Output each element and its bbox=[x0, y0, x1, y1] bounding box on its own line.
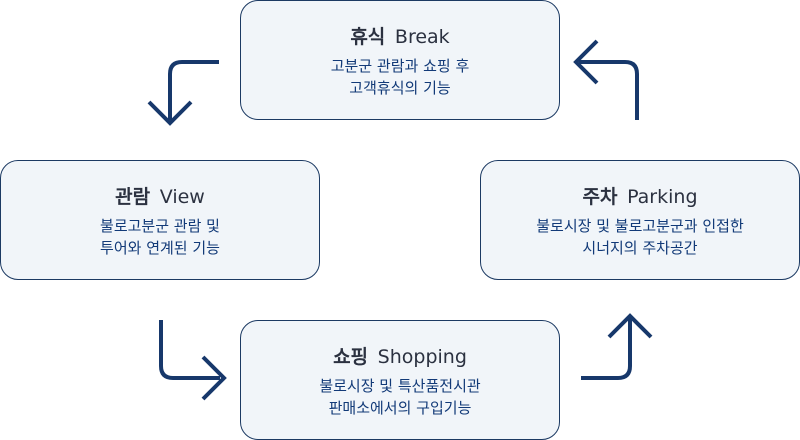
node-parking-title-en: Parking bbox=[627, 185, 698, 208]
node-view-title-ko: 관람 bbox=[115, 185, 151, 208]
node-shopping-desc-line-1: 불로시장 및 특산품전시관 bbox=[319, 376, 481, 395]
arrow-shopping-to-parking-icon bbox=[581, 313, 653, 380]
node-shopping-title: 쇼핑 Shopping bbox=[333, 342, 467, 369]
node-parking-title-ko: 주차 bbox=[582, 185, 618, 208]
arrow-view-to-shopping-icon bbox=[159, 320, 227, 401]
node-break-title-en: Break bbox=[394, 25, 450, 48]
arrow-break-to-view-icon bbox=[147, 60, 219, 126]
node-break-desc-line-2: 고객휴식의 기능 bbox=[349, 78, 451, 97]
node-view: 관람 View 불로고분군 관람 및 투어와 연계된 기능 bbox=[0, 160, 320, 280]
node-view-desc-line-1: 불로고분군 관람 및 bbox=[100, 216, 220, 235]
node-view-desc: 불로고분군 관람 및 투어와 연계된 기능 bbox=[100, 215, 220, 259]
node-view-desc-line-2: 투어와 연계된 기능 bbox=[100, 238, 220, 257]
node-parking: 주차 Parking 불로시장 및 불로고분군과 인접한 시너지의 주차공간 bbox=[480, 160, 800, 280]
node-view-title-en: View bbox=[159, 185, 205, 208]
node-shopping-desc: 불로시장 및 특산품전시관 판매소에서의 구입기능 bbox=[319, 375, 480, 419]
node-parking-title: 주차 Parking bbox=[582, 182, 697, 209]
node-break-title: 휴식 Break bbox=[350, 22, 449, 49]
node-break-desc-line-1: 고분군 관람과 쇼핑 후 bbox=[330, 56, 470, 75]
node-view-title: 관람 View bbox=[115, 182, 205, 209]
node-shopping-desc-line-2: 판매소에서의 구입기능 bbox=[328, 398, 472, 417]
node-shopping-title-ko: 쇼핑 bbox=[333, 345, 369, 368]
node-parking-desc-line-1: 불로시장 및 불로고분군과 인접한 bbox=[536, 216, 744, 235]
node-break-title-ko: 휴식 bbox=[350, 25, 386, 48]
node-break: 휴식 Break 고분군 관람과 쇼핑 후 고객휴식의 기능 bbox=[240, 0, 560, 120]
node-shopping: 쇼핑 Shopping 불로시장 및 특산품전시관 판매소에서의 구입기능 bbox=[240, 320, 560, 440]
node-parking-desc: 불로시장 및 불로고분군과 인접한 시너지의 주차공간 bbox=[536, 215, 744, 259]
node-break-desc: 고분군 관람과 쇼핑 후 고객휴식의 기능 bbox=[331, 55, 470, 99]
node-parking-desc-line-2: 시너지의 주차공간 bbox=[582, 238, 698, 257]
node-shopping-title-en: Shopping bbox=[377, 345, 467, 368]
arrow-parking-to-break-icon bbox=[573, 39, 639, 120]
